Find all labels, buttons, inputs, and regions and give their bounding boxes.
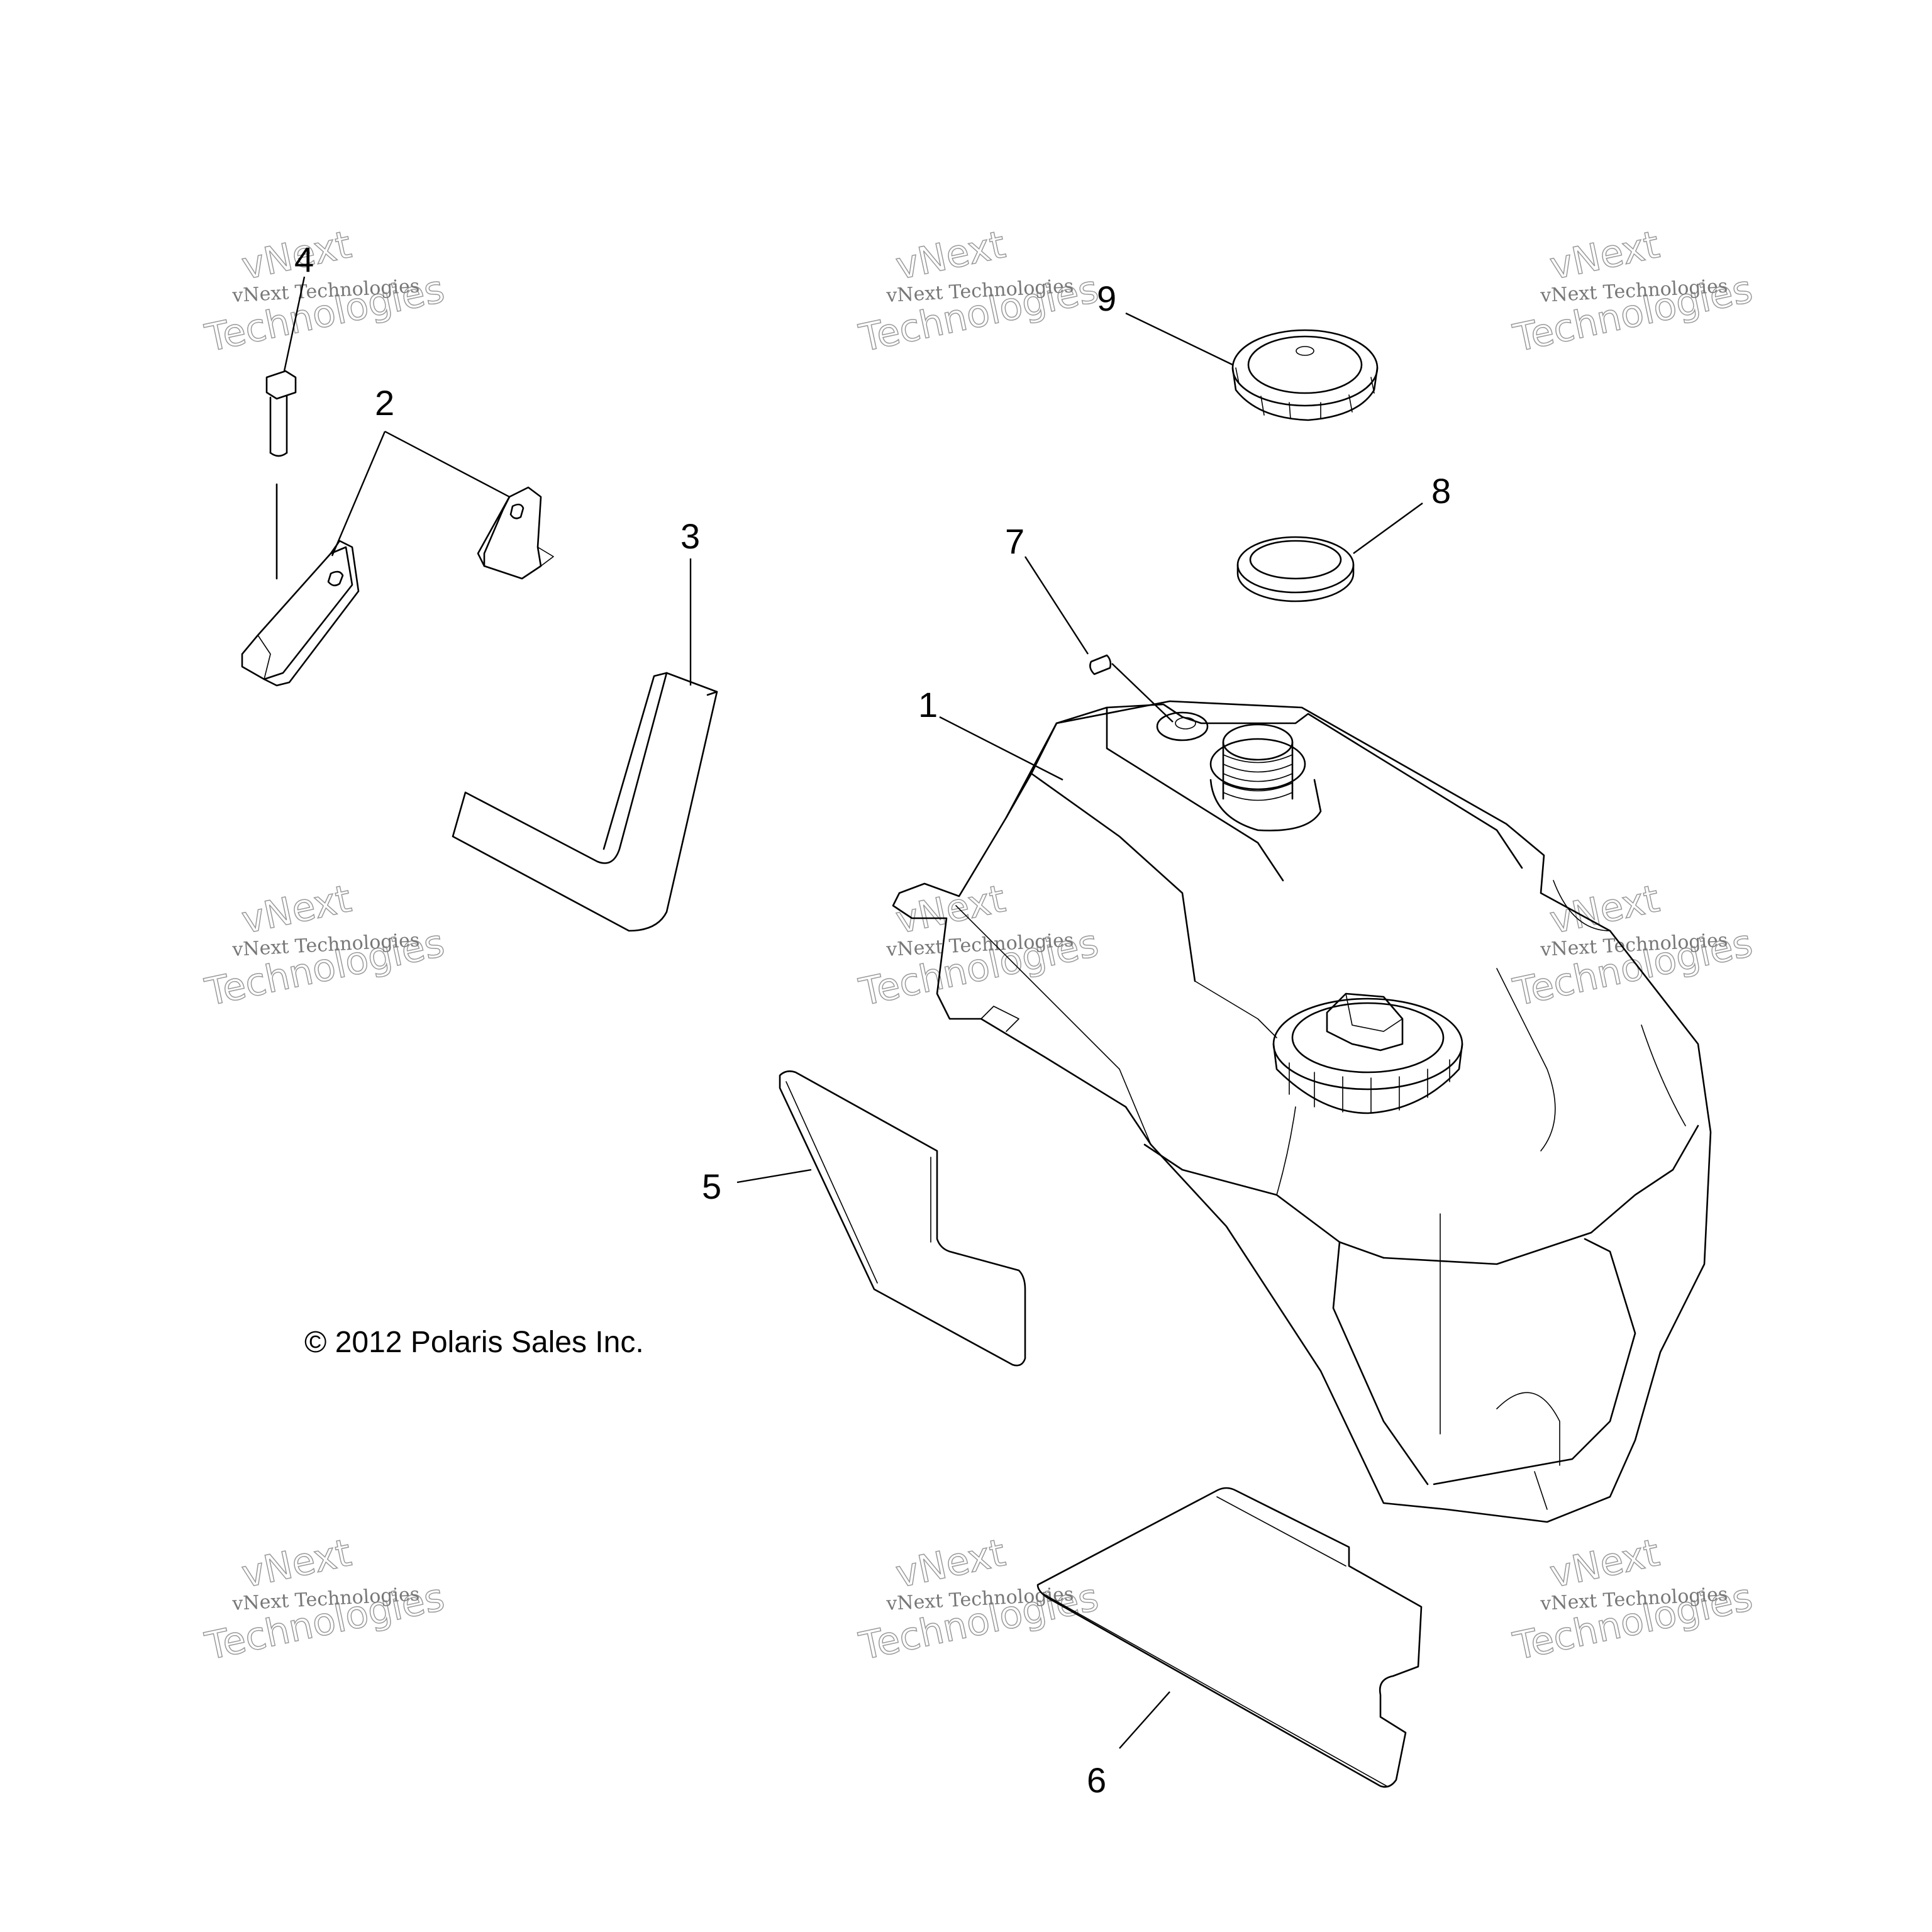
callout-9: 9	[1097, 279, 1116, 318]
bolt-part	[265, 370, 297, 580]
copyright-text: © 2012 Polaris Sales Inc.	[304, 1326, 644, 1359]
svg-text:vNext: vNext	[1546, 1531, 1663, 1597]
callout-7: 7	[1005, 521, 1024, 561]
fuel-tank-part	[892, 700, 1712, 1523]
callout-6: 6	[1087, 1760, 1106, 1800]
callout-4: 4	[294, 240, 314, 279]
callout-8: 8	[1431, 471, 1451, 511]
l-pad-part	[452, 672, 718, 932]
pad-5-part	[779, 1070, 1026, 1367]
gasket-part	[1236, 536, 1355, 602]
callouts: 1 2 3 4 5 6 7 8 9	[294, 240, 1451, 1800]
svg-text:vNext: vNext	[238, 877, 355, 943]
callout-2: 2	[375, 383, 394, 423]
leader-lines	[283, 276, 1423, 1749]
bracket-right-part	[477, 486, 554, 580]
svg-text:vNext: vNext	[892, 223, 1009, 289]
fuel-cap-part	[1231, 329, 1379, 421]
svg-text:vNext: vNext	[892, 877, 1009, 943]
callout-3: 3	[680, 516, 700, 556]
svg-text:vNext: vNext	[238, 1531, 355, 1597]
callout-1: 1	[918, 685, 938, 724]
svg-text:vNext: vNext	[892, 1531, 1009, 1597]
callout-5: 5	[702, 1167, 721, 1206]
bracket-left-part	[241, 540, 360, 687]
pin-part	[1089, 654, 1112, 675]
watermarks: vNext Technologies vNext Technologies vN…	[201, 222, 1757, 1669]
pad-6-part	[1036, 1487, 1423, 1788]
svg-text:vNext: vNext	[1546, 223, 1663, 289]
svg-text:vNext: vNext	[1546, 877, 1663, 943]
